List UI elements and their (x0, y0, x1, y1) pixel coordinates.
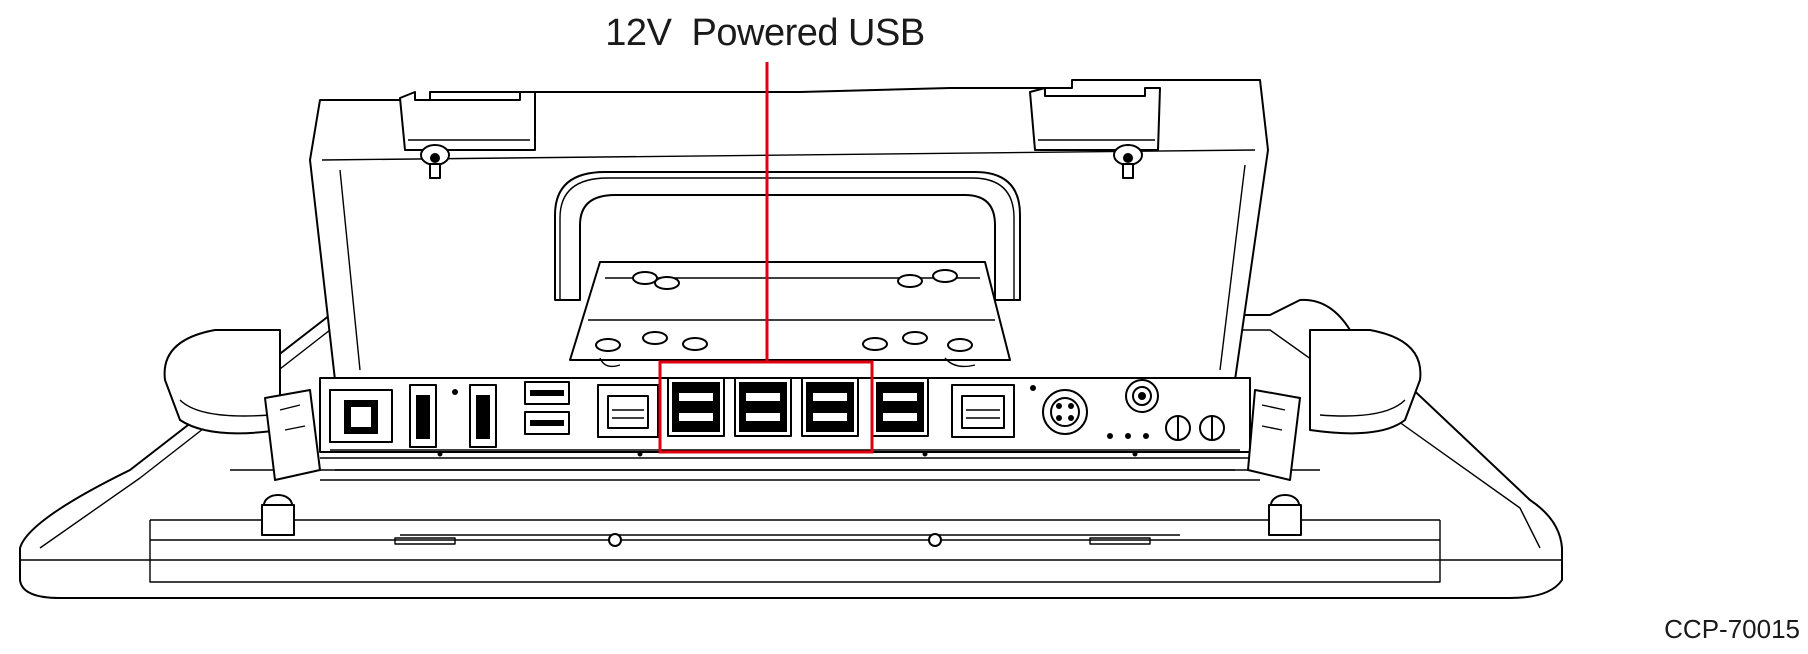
callout-highlight (658, 62, 874, 454)
powered-usb-port-1 (667, 377, 725, 437)
indicator-dot (452, 389, 458, 395)
side-clamp-right (1247, 389, 1302, 536)
knob-right (1199, 415, 1225, 441)
back-panel (309, 79, 1269, 381)
hinge-screw-left (420, 144, 450, 179)
hinge-screw-right (1113, 144, 1143, 179)
dc-jack (1125, 379, 1159, 413)
indicator-dot (1030, 385, 1036, 391)
hdmi-port (469, 384, 497, 448)
powered-usb-port-2 (734, 377, 792, 437)
callout-box (658, 360, 874, 454)
led-dot (1107, 433, 1113, 439)
cable-compartment (569, 261, 1011, 368)
rear-handle (554, 171, 1021, 301)
figure-id: CCP-70015 (1664, 614, 1800, 644)
powered-usb-port-3 (801, 377, 859, 437)
power-connector (1042, 389, 1088, 435)
powered-usb-port-4 (871, 377, 929, 437)
cable-grommets (595, 269, 973, 352)
rj45-port-mid (597, 384, 659, 438)
side-clamp-left (261, 389, 321, 536)
rj45-port-right (951, 384, 1015, 438)
display-port (409, 384, 437, 448)
knob-left (1165, 415, 1191, 441)
callout-label: 12V Powered USB (605, 12, 925, 54)
led-dot (1143, 433, 1149, 439)
io-panel (261, 377, 1302, 536)
usb-a-stack (524, 381, 570, 435)
led-dot (1125, 433, 1131, 439)
rj45-port-left (329, 389, 393, 443)
